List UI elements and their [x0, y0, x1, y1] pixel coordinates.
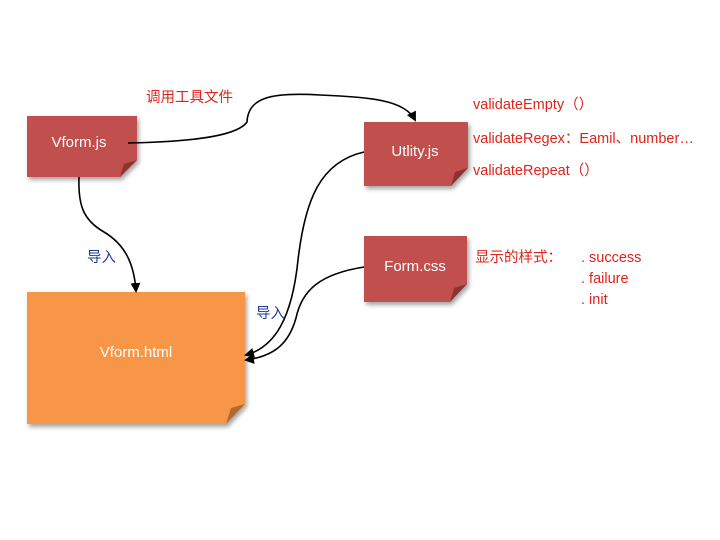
import-label-right: 导入 — [256, 306, 285, 322]
call-tools-arrow — [127, 93, 416, 144]
vform-js-fold — [120, 160, 137, 177]
vform-js-box — [27, 116, 137, 177]
utility-method-item: validateRepeat（） — [473, 162, 599, 179]
vform-html-node: Vform.html — [27, 292, 245, 424]
vform-html-fold — [226, 404, 245, 424]
css-class-item: . success — [581, 250, 641, 266]
import-js-arrow — [78, 176, 141, 293]
utility-method-item: validateEmpty（） — [473, 96, 593, 113]
css-class-item: . failure — [581, 271, 629, 287]
utility-js-fold — [451, 168, 468, 186]
import-label-left: 导入 — [87, 250, 116, 266]
form-css-fold — [450, 284, 467, 302]
form-css-label: Form.css — [384, 258, 446, 275]
vform-html-label: Vform.html — [100, 344, 173, 361]
vform-html-box — [27, 292, 245, 424]
vform-js-node: Vform.js — [27, 116, 137, 177]
utility-js-box — [364, 122, 468, 186]
utility-js-label: Utlity.js — [391, 143, 438, 160]
utility-method-item: validateRegex：Eamil、number… — [473, 131, 694, 147]
utility-js-node: Utlity.js — [364, 122, 468, 186]
form-css-node: Form.css — [364, 236, 467, 302]
css-styles-title: 显示的样式： — [475, 249, 562, 266]
import-css-arrow — [244, 266, 365, 364]
call-tools-label: 调用工具文件 — [146, 89, 233, 106]
css-class-item: . init — [581, 292, 608, 308]
vform-js-label: Vform.js — [51, 134, 106, 151]
form-css-box — [364, 236, 467, 302]
import-utility-arrow — [244, 151, 365, 358]
